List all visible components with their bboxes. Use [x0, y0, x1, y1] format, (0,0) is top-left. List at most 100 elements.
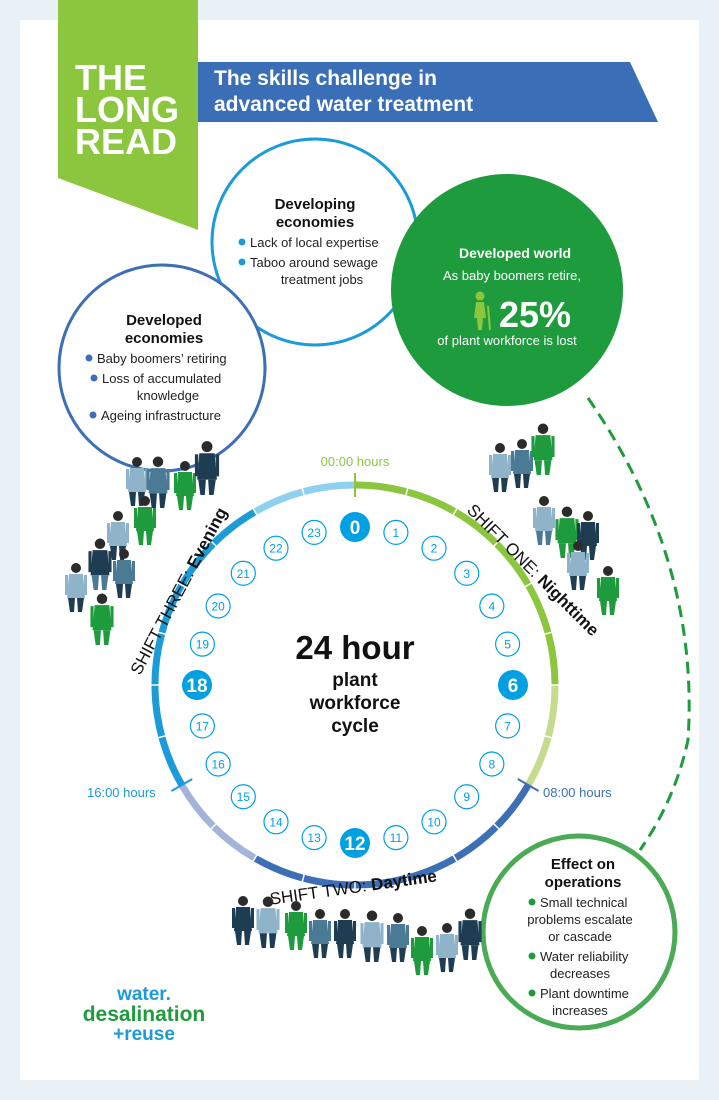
the-long-read-logo: THE LONG READ: [58, 0, 198, 230]
hour-label: 0: [350, 518, 361, 539]
hour-4: 4: [479, 593, 505, 619]
bullet-dot: [90, 374, 98, 382]
clock-center-line-4: cycle: [331, 716, 379, 737]
worker-figure: [436, 923, 458, 972]
stat-25-percent: 25%: [499, 294, 571, 335]
effect-circle: [480, 833, 678, 1031]
worker-figure: [533, 496, 555, 545]
clock-tick: [493, 823, 500, 830]
clock-center-line-3: workforce: [309, 693, 401, 714]
developed-economies-heading-1: Developed: [126, 312, 202, 329]
clock-tick: [544, 735, 553, 739]
worker-figure: [555, 506, 579, 558]
workforce-people: [65, 423, 619, 975]
hour-15: 15: [230, 784, 256, 810]
clock-ticks: [151, 473, 559, 889]
worker-figure: [458, 908, 482, 960]
hour-0: 0: [340, 512, 370, 542]
clock-tick: [157, 631, 166, 635]
bullet-dot: [85, 354, 93, 362]
effect-on-operations-bubble: Effect on operations Small technical pro…: [480, 833, 678, 1031]
hour-label: 20: [211, 600, 225, 614]
retiree-icon: [474, 291, 491, 331]
hour-5: 5: [495, 631, 521, 657]
title-banner: [182, 62, 658, 122]
worker-figure: [146, 456, 170, 508]
hour-label: 2: [431, 542, 438, 556]
worker-figure: [597, 566, 619, 615]
worker-figure: [577, 511, 599, 560]
clock-tick: [301, 487, 305, 496]
hour-label: 22: [269, 542, 283, 556]
developed-economies-circle: [57, 263, 267, 473]
dashed-connector: [586, 397, 691, 851]
clock-tick: [452, 507, 458, 516]
worker-figure: [256, 896, 280, 948]
clock-tick: [210, 823, 217, 830]
bullet-dot: [238, 238, 246, 246]
developing-bullet-1: Lack of local expertise: [250, 235, 379, 250]
developed-economies-bullet-1: Baby boomers’ retiring: [97, 351, 227, 366]
worker-figure: [387, 913, 409, 962]
developed-economies-bullet-2b: knowledge: [137, 388, 199, 403]
hour-16: 16: [205, 751, 231, 777]
worker-figure: [232, 896, 254, 945]
hour-label: 19: [196, 638, 210, 652]
title-line-2: advanced water treatment: [214, 93, 473, 116]
effect-bullet-2b: decreases: [550, 966, 610, 981]
hour-label: 9: [463, 790, 470, 804]
effect-heading-2: operations: [545, 874, 622, 891]
clock-tick: [252, 507, 258, 516]
water-desalination-reuse-logo: water. desalination +reuse: [83, 984, 206, 1045]
hour-label: 1: [393, 526, 400, 540]
bullet-dot: [238, 258, 246, 266]
hour-label: 8: [488, 758, 495, 772]
developing-bullet-2a: Taboo around sewage: [250, 255, 378, 270]
developed-world-line-2: of plant workforce is lost: [437, 333, 577, 348]
clock-tick: [544, 631, 553, 635]
clock-tick: [210, 540, 217, 547]
worker-figure: [174, 461, 196, 510]
clock-tick: [517, 778, 540, 792]
hour-11: 11: [383, 825, 409, 851]
hour-label: 23: [307, 526, 321, 540]
clock-center-line-2: plant: [332, 670, 378, 691]
label-0800-hours: 08:00 hours: [543, 785, 612, 800]
logo-badge: [58, 0, 198, 230]
clock-tick: [170, 778, 193, 792]
developed-world-circle: [391, 174, 623, 406]
developing-bullet-2b: treatment jobs: [281, 272, 364, 287]
hour-label: 4: [488, 600, 495, 614]
hour-label: 21: [237, 567, 251, 581]
developed-world-line-1: As baby boomers retire,: [443, 268, 581, 283]
hour-14: 14: [263, 809, 289, 835]
worker-figure: [360, 910, 384, 962]
developed-economies-bullet-2a: Loss of accumulated: [102, 371, 221, 386]
worker-figure: [134, 496, 156, 545]
logo-line-2: LONG: [75, 89, 179, 130]
bullet-dot: [528, 898, 536, 906]
worker-figure: [90, 593, 114, 645]
hour-1: 1: [383, 519, 409, 545]
label-0000-hours: 00:00 hours: [321, 454, 390, 469]
hour-13: 13: [301, 825, 327, 851]
developed-economies-bullet-3: Ageing infrastructure: [101, 408, 221, 423]
hour-7: 7: [495, 713, 521, 739]
hour-label: 11: [390, 831, 403, 845]
hour-19: 19: [189, 631, 215, 657]
developing-economies-bubble: Developing economies Lack of local exper…: [210, 137, 420, 347]
effect-bullet-3a: Plant downtime: [540, 986, 629, 1001]
brand-line-2: desalination: [83, 1003, 206, 1026]
developed-economies-bubble: Developed economies Baby boomers’ retiri…: [57, 263, 267, 473]
title-line-1: The skills challenge in: [214, 67, 437, 90]
worker-figure: [567, 541, 589, 590]
hour-label: 6: [508, 676, 519, 697]
hour-6: 6: [498, 670, 528, 700]
hour-label: 13: [307, 831, 321, 845]
worker-figure: [65, 563, 87, 612]
hour-21: 21: [230, 560, 256, 586]
worker-figure: [334, 909, 356, 958]
hour-label: 16: [211, 758, 225, 772]
hour-2: 2: [421, 535, 447, 561]
